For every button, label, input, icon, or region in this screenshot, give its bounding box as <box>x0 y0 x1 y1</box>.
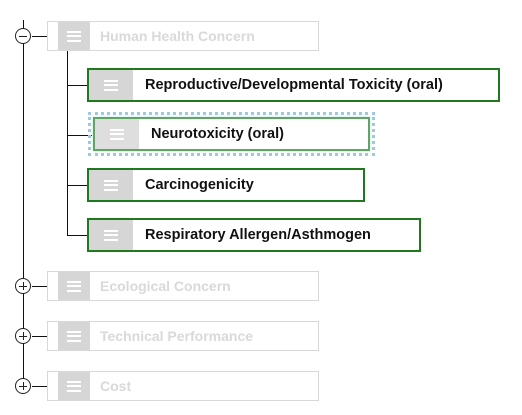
drag-handle-icon[interactable] <box>58 272 90 300</box>
criterion-label: Respiratory Allergen/Asthmogen <box>145 227 371 243</box>
category-label: Human Health Concern <box>100 28 255 44</box>
expand-plus-icon[interactable] <box>15 328 31 344</box>
criterion-label: Carcinogenicity <box>145 177 254 193</box>
criterion-carcinogenicity[interactable]: Carcinogenicity <box>87 168 365 202</box>
category-technical-performance[interactable]: Technical Performance <box>47 321 319 351</box>
drag-handle-icon[interactable] <box>58 372 90 400</box>
drag-handle-icon[interactable] <box>89 220 133 250</box>
category-ecological-concern[interactable]: Ecological Concern <box>47 271 319 301</box>
drag-handle-icon[interactable] <box>58 22 90 50</box>
criterion-label: Neurotoxicity (oral) <box>151 126 284 142</box>
category-human-health-concern[interactable]: Human Health Concern <box>47 21 319 51</box>
expand-plus-icon[interactable] <box>15 378 31 394</box>
collapse-minus-icon[interactable] <box>15 28 31 44</box>
criterion-neurotoxicity-dragging[interactable]: Neurotoxicity (oral) <box>88 112 375 156</box>
criterion-reproductive-developmental-toxicity[interactable]: Reproductive/Developmental Toxicity (ora… <box>87 68 500 102</box>
category-cost[interactable]: Cost <box>47 371 319 401</box>
category-label: Technical Performance <box>100 328 254 344</box>
category-label: Ecological Concern <box>100 278 231 294</box>
criterion-label: Reproductive/Developmental Toxicity (ora… <box>145 77 443 93</box>
drag-handle-icon[interactable] <box>89 70 133 100</box>
expand-plus-icon[interactable] <box>15 278 31 294</box>
criterion-respiratory-allergen[interactable]: Respiratory Allergen/Asthmogen <box>87 218 421 252</box>
drag-handle-icon[interactable] <box>95 119 139 149</box>
drag-handle-icon[interactable] <box>58 322 90 350</box>
drag-handle-icon[interactable] <box>89 170 133 200</box>
category-label: Cost <box>100 378 132 394</box>
